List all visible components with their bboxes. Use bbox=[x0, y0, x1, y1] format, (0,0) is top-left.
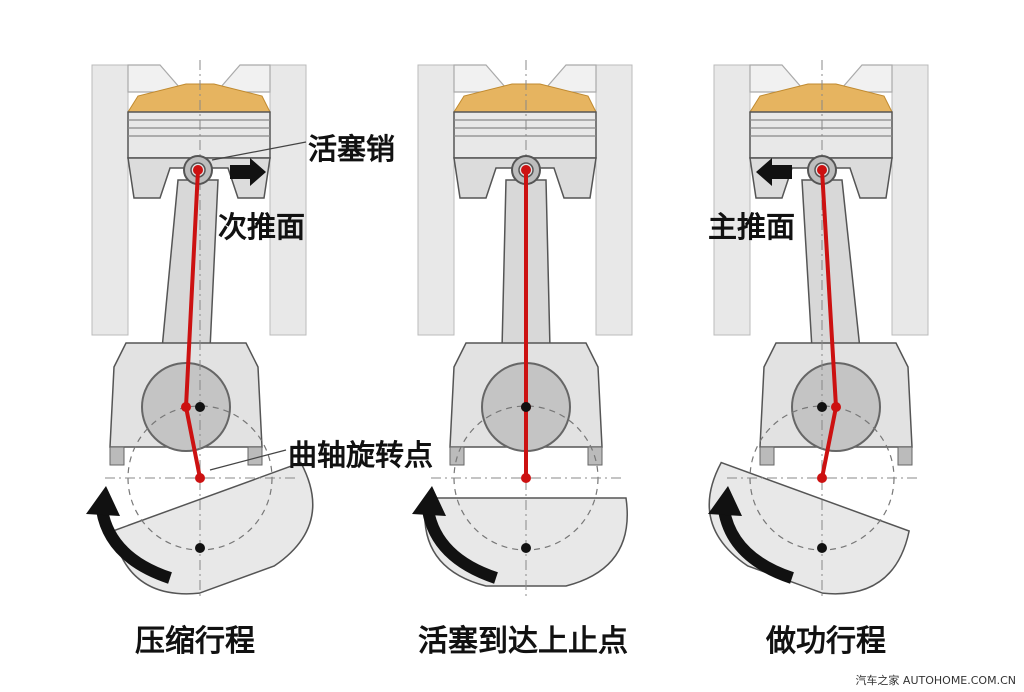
rotation-arrow bbox=[718, 508, 794, 584]
cylinder-wall-left bbox=[417, 64, 455, 336]
rod-bolt-left bbox=[449, 446, 465, 466]
thrust-arrow-left bbox=[756, 158, 792, 186]
label-secondary-thrust: 次推面 bbox=[218, 210, 306, 244]
rod-bolt-left bbox=[109, 446, 125, 466]
reference-point-lower bbox=[521, 543, 531, 553]
crank-counterweight bbox=[112, 461, 314, 595]
crank-pin-point bbox=[831, 402, 841, 412]
cylinder-wall-left bbox=[91, 64, 129, 336]
leader-crank-pivot bbox=[209, 449, 287, 471]
stage-2 bbox=[412, 60, 633, 600]
cylinder-wall-right bbox=[891, 64, 929, 336]
pin-point bbox=[817, 165, 827, 175]
crank-pin-point bbox=[181, 402, 191, 412]
stage-1 bbox=[86, 60, 314, 600]
label-main-thrust: 主推面 bbox=[708, 210, 796, 244]
reference-point-lower bbox=[817, 543, 827, 553]
rotation-arrow bbox=[422, 508, 498, 584]
rod-bolt-right bbox=[897, 446, 913, 466]
rotation-arrow-head bbox=[412, 486, 446, 516]
crank-rotation-point bbox=[521, 473, 531, 483]
rotation-arrow-head bbox=[708, 486, 742, 516]
thrust-arrow-right bbox=[230, 158, 266, 186]
piston-skirt bbox=[453, 157, 597, 199]
rod-bolt-right bbox=[247, 446, 263, 466]
rotation-arrow-head bbox=[86, 486, 120, 516]
reference-point-upper bbox=[195, 402, 205, 412]
rotation-arrow bbox=[96, 508, 172, 584]
pin-point bbox=[193, 165, 203, 175]
crank-counterweight bbox=[708, 461, 910, 595]
piston-body bbox=[749, 111, 893, 159]
crank-rotation-point bbox=[195, 473, 205, 483]
label-piston-pin: 活塞销 bbox=[308, 132, 396, 166]
piston-body bbox=[127, 111, 271, 159]
crank-rotation-point bbox=[817, 473, 827, 483]
reference-point-lower bbox=[195, 543, 205, 553]
caption-power-stroke: 做功行程 bbox=[766, 624, 886, 659]
piston-body bbox=[453, 111, 597, 159]
rod-bolt-left bbox=[759, 446, 775, 466]
reference-point-upper bbox=[817, 402, 827, 412]
cylinder-wall-right bbox=[595, 64, 633, 336]
watermark: 汽车之家 AUTOHOME.COM.CN bbox=[855, 674, 1016, 687]
pin-point bbox=[521, 165, 531, 175]
cylinder-wall-left bbox=[713, 64, 751, 336]
caption-top-dead-center: 活塞到达上止点 bbox=[418, 624, 628, 659]
cylinder-wall-right bbox=[269, 64, 307, 336]
leader-piston-pin bbox=[211, 141, 307, 161]
label-crank-pivot: 曲轴旋转点 bbox=[288, 438, 434, 472]
reference-point-upper bbox=[521, 402, 531, 412]
stage-3 bbox=[708, 60, 929, 600]
caption-compression-stroke: 压缩行程 bbox=[135, 624, 255, 659]
